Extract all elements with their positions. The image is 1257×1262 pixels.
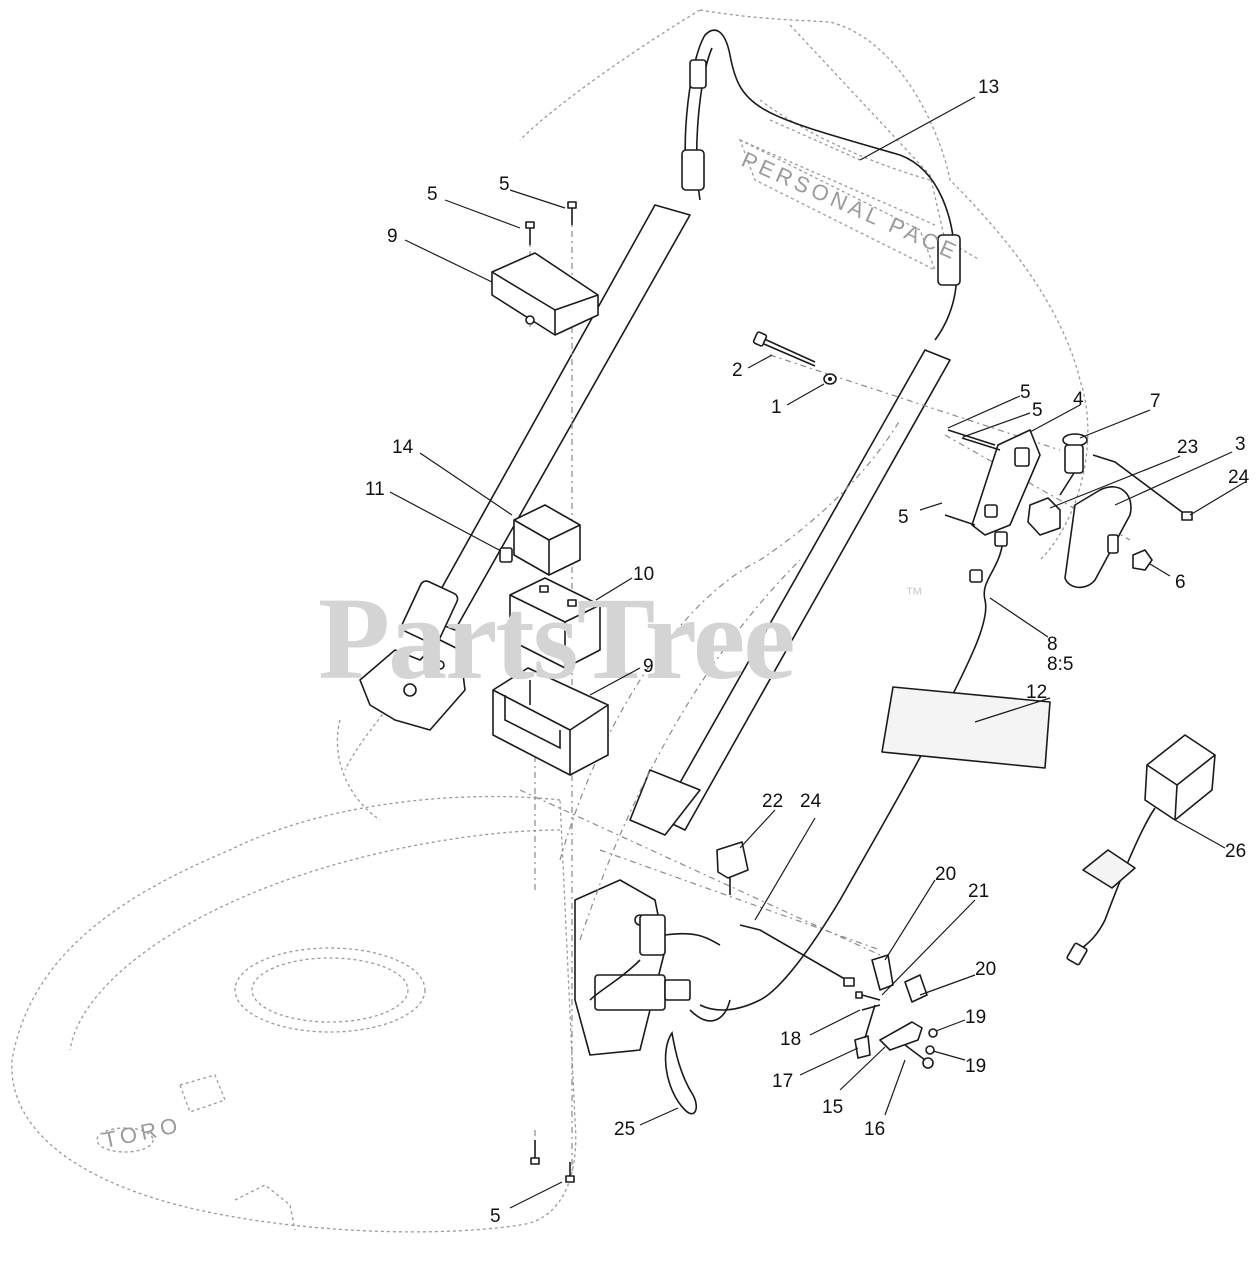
callout-5[interactable]: 5 [898, 507, 909, 528]
callout-9[interactable]: 9 [387, 226, 398, 247]
callout-5[interactable]: 5 [427, 184, 438, 205]
grass-bag-outline [519, 9, 1089, 561]
callout-10[interactable]: 10 [633, 564, 654, 585]
handle-decal-text: PERSONAL PACE [738, 147, 963, 266]
callout-20[interactable]: 20 [975, 959, 996, 980]
part-1-washer [823, 373, 837, 385]
callout-8[interactable]: 8 [1047, 634, 1058, 655]
part-4-switch-bracket [971, 429, 1041, 536]
part-26-charger [1066, 734, 1216, 966]
callout-16[interactable]: 16 [864, 1119, 885, 1140]
part-3-cover [1064, 486, 1132, 589]
part-13-decal [769, 119, 861, 161]
part-17-spring [854, 1004, 876, 1059]
callout-23[interactable]: 23 [1177, 437, 1198, 458]
handle-tube-right [629, 349, 951, 836]
callout-15[interactable]: 15 [822, 1097, 843, 1118]
callout-20[interactable]: 20 [935, 864, 956, 885]
callout-7[interactable]: 7 [1150, 391, 1161, 412]
lower-right-bracket [574, 879, 666, 1056]
callout-3[interactable]: 3 [1235, 434, 1246, 455]
part-5-screws-right [944, 429, 1001, 526]
part-24-wire-top [1092, 454, 1193, 521]
callout-24[interactable]: 24 [800, 791, 822, 812]
callout-8-5[interactable]: 8:5 [1047, 654, 1073, 675]
part-15-lever [879, 1021, 923, 1051]
part-5-screw-bottom-b [565, 1162, 575, 1183]
part-5-screw-top-b [567, 201, 577, 225]
callout-11[interactable]: 11 [365, 479, 385, 500]
callout-5[interactable]: 5 [1020, 382, 1031, 403]
part-11-clip [499, 547, 513, 563]
callout-9[interactable]: 9 [643, 656, 654, 677]
callout-21[interactable]: 21 [968, 881, 989, 902]
callouts: 13 5 5 9 2 1 5 5 4 7 23 3 24 5 14 11 6 1… [365, 77, 1250, 1227]
part-23-switch [1027, 497, 1061, 536]
upper-handle: PERSONAL PACE [681, 29, 963, 341]
callout-5[interactable]: 5 [1032, 400, 1043, 421]
part-21-clip [855, 991, 881, 1001]
callout-24[interactable]: 24 [1228, 467, 1250, 488]
part-6-nut [1132, 549, 1153, 571]
callout-12[interactable]: 12 [1026, 682, 1047, 703]
part-22-module [716, 841, 749, 895]
callout-26[interactable]: 26 [1225, 841, 1246, 862]
callout-1[interactable]: 1 [771, 397, 782, 418]
callout-5[interactable]: 5 [499, 174, 510, 195]
callout-6[interactable]: 6 [1175, 572, 1186, 593]
part-9-battery-box [492, 667, 609, 776]
part-7-key-switch [1059, 433, 1088, 496]
callout-4[interactable]: 4 [1073, 389, 1084, 410]
part-24-wire-lower [739, 924, 855, 987]
part-14-block [513, 504, 581, 576]
part-25-cable-tie [664, 1030, 697, 1115]
callout-5[interactable]: 5 [490, 1206, 501, 1227]
leader-lines [389, 96, 1246, 1209]
callout-14[interactable]: 14 [392, 437, 414, 458]
callout-25[interactable]: 25 [614, 1119, 635, 1140]
mower-deck-outline [11, 689, 577, 1233]
callout-22[interactable]: 22 [762, 791, 783, 812]
callout-2[interactable]: 2 [732, 360, 743, 381]
callout-13[interactable]: 13 [978, 77, 999, 98]
part-12-label [881, 686, 1051, 769]
callout-17[interactable]: 17 [772, 1071, 793, 1092]
part-8-harness [699, 531, 1008, 1011]
deck-logo: TORO [101, 1112, 184, 1153]
part-20-bracket-b [904, 974, 928, 1003]
part-2-bolt [752, 331, 816, 367]
control-module [589, 914, 731, 1022]
callout-18[interactable]: 18 [780, 1029, 801, 1050]
watermark-trademark: ™ [905, 584, 923, 604]
part-10-battery [509, 577, 601, 669]
part-9-battery-cover [491, 252, 599, 336]
watermark-text: PartsTree [318, 573, 794, 704]
part-16-bolt [904, 1044, 934, 1069]
lower-left-bracket [359, 639, 466, 731]
part-18-pin [861, 1004, 881, 1011]
callout-19[interactable]: 19 [965, 1007, 986, 1028]
callout-19[interactable]: 19 [965, 1056, 986, 1077]
part-19-nuts [925, 1028, 938, 1055]
handle-tube-left [401, 204, 691, 645]
part-20-bracket-a [871, 954, 894, 991]
part-5-screw-top-a [525, 221, 535, 245]
part-5-screw-bottom-a [530, 1140, 540, 1165]
